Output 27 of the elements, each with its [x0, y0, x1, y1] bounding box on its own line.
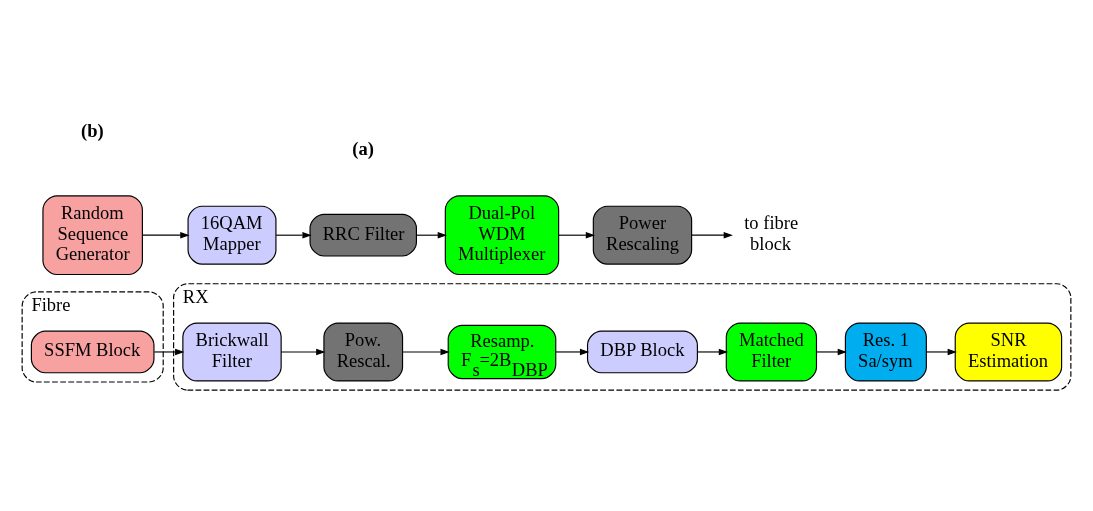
node-box: SSFM Block: [30, 330, 155, 373]
arrow: [555, 348, 590, 355]
node-box: Brickwall Filter: [182, 322, 282, 381]
arrow: [153, 348, 185, 355]
node-box: Pow. Rescal.: [323, 322, 404, 381]
node-box: SNR Estimation: [954, 322, 1063, 381]
arrow: [925, 348, 957, 355]
arrow: [402, 348, 450, 355]
arrow: [280, 348, 326, 355]
arrow: [697, 348, 729, 355]
node-text: to fibre block: [744, 212, 799, 254]
node-box: Power Rescaling: [592, 205, 693, 265]
label: (a): [352, 138, 374, 159]
node-box: 16QAM Mapper: [187, 205, 277, 265]
arrow: [691, 231, 733, 238]
node-box: Random Sequence Generator: [42, 194, 143, 275]
arrow: [815, 348, 847, 355]
node-box: Dual-Pol WDM Multiplexer: [444, 194, 560, 275]
arrow: [558, 231, 596, 238]
arrow: [141, 231, 190, 238]
arrow: [275, 231, 312, 238]
node-box: Res. 1 Sa/sym: [844, 322, 927, 381]
node-box: DBP Block: [586, 330, 698, 373]
node-box: Matched Filter: [725, 322, 818, 381]
node-box: RRC Filter: [309, 213, 417, 257]
arrow: [416, 231, 447, 238]
label: (b): [81, 120, 104, 141]
